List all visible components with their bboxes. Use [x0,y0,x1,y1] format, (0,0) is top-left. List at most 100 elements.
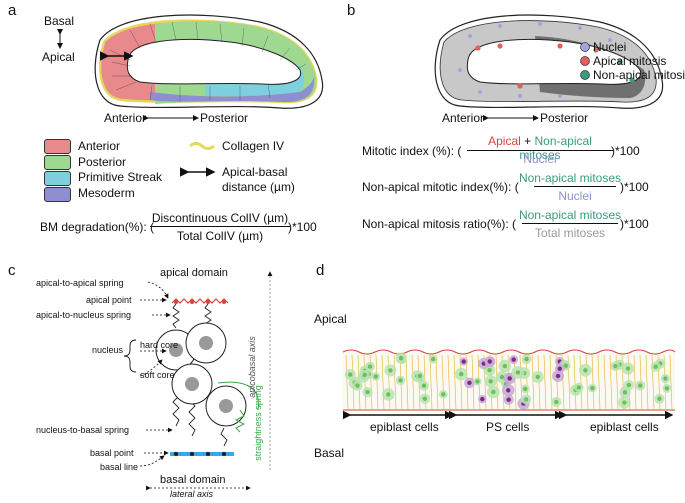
epiblast-cell [531,370,544,383]
legend-primitive-streak: Primitive Streak [78,170,163,184]
epiblast-cell [578,363,592,377]
straightness-spring-label: straightness spring [252,385,263,461]
anterior-label-b: Anterior [442,111,485,125]
non-apical-mitosis-ratio-suffix: )*100 [620,217,649,231]
embryo-section-b [434,14,664,109]
legend-anterior: Anterior [78,139,121,153]
epiblast-cell [365,361,375,372]
ps-cell [464,377,475,389]
basal-line-label: basal line [100,462,139,472]
mitotic-index-denominator: Nuclei [523,152,557,166]
epiblast-cell [438,390,448,399]
non-apical-mitosis-ratio-prefix: Non-apical mitosis ratio(%): ( [362,217,517,231]
apical-term: Apical [488,134,521,148]
epiblast-cell [395,375,406,385]
cell-boundary [387,354,391,411]
epiblast-cell [454,367,468,381]
cell-boundary [459,354,463,411]
ps-cell [478,394,487,404]
cell-boundary [441,354,445,411]
non-apical-mitotic-index-fraction-bar [534,186,616,187]
epiblast-cell [623,379,635,391]
cell-boundary [591,354,595,411]
epiblast-cell [621,362,635,375]
basal-label: Basal [44,14,75,28]
non-apical-mitotic-index-numerator: Non-apical mitoses [518,171,622,185]
epiblast-cell [418,380,430,391]
bm-formula-numerator: Discontinuous ColIV (µm) [151,211,289,225]
epiblast-cell [660,373,670,384]
epiblast-cell [359,369,370,381]
collagen-symbol [189,142,215,150]
legend-swatch-posterior [44,155,71,170]
ps-cells-label: PS cells [486,420,530,434]
non-apical-mitosis-ratio-numerator: Non-apical mitoses [518,208,622,222]
ps-cell [459,357,468,366]
bm-fraction-bar [150,226,290,227]
epiblast-cell [498,359,512,373]
epiblast-cell [662,383,672,393]
epiblast-cell [574,382,584,393]
bm-formula-suffix: )*100 [288,220,317,234]
ps-cell [484,356,496,367]
epiblast-cell [654,393,665,404]
non-apical-mitotic-index-suffix: )*100 [620,180,649,194]
cell-boundary [375,354,379,411]
epiblast-cell [635,380,646,391]
legend-swatch-primitive-streak [44,171,71,186]
epiblast-cell [650,361,661,372]
epiblast-cell [521,354,532,365]
ps-cell [501,384,515,397]
non-apical-mitotic-index-denominator: Nuclei [558,189,592,203]
legend-non-apical-mitosis: Non-apical mitosis [593,68,685,82]
epiblast-cell [382,388,395,401]
non-apical-mitosis-ratio-fraction-bar [522,223,618,224]
legend-mesoderm: Mesoderm [78,186,135,200]
legend-apical-mitosis: Apical mitosis [593,54,667,68]
cell-boundary [453,354,457,411]
epiblast-cell [588,383,597,393]
cell-boundary [669,354,673,411]
epiblast-cell [551,396,562,408]
cell-boundary [447,354,451,411]
mitotic-index-suffix: )*100 [611,144,640,158]
non-apical-term: Non-apical mitoses [519,134,592,162]
plus-sign: + [524,134,532,148]
embryo-section-a [94,14,324,109]
non-apical-mitotic-index-prefix: Non-apical mitotic index(%): ( [362,180,519,194]
cell-boundary [597,354,601,411]
soft-core-label: soft core [140,370,175,380]
bm-formula-prefix: BM degradation(%): ( [40,220,155,234]
epiblast-cell [473,377,482,386]
apical-label-d: Apical [314,312,347,326]
legend-nuclei: Nuclei [593,40,627,54]
panel-label-b: b [347,2,356,19]
cell-boundary [531,354,535,411]
cell-boundary [363,354,367,411]
epiblast-cell [610,361,621,372]
cell-boundary [513,354,517,411]
hard-core-label: hard core [140,340,179,350]
cell-boundary [345,354,349,411]
panel-label-c: c [8,262,16,279]
epiblast-cell [511,366,525,379]
legend-swatch-anterior [44,139,71,154]
ps-cell [503,394,514,405]
nucleus-label: nucleus [92,345,124,355]
cell-boundary [381,354,385,411]
cell-boundary [645,354,649,411]
tissue-strip [342,349,676,411]
apical-basal-label-1: Apical-basal [222,165,288,179]
epiblast-cell [618,396,631,409]
basal-domain-label: basal domain [160,474,226,486]
epiblast-cell [428,354,438,364]
epiblast-cells-left-label: epiblast cells [370,420,439,434]
anterior-label-a: Anterior [104,111,147,125]
epiblast-cell [487,385,500,399]
nucleus-to-basal-spring-label: nucleus-to-basal spring [36,425,130,435]
mitotic-index-fraction-bar [467,150,613,151]
bm-formula-denominator: Total ColIV (µm) [176,229,264,243]
epiblast-cell [352,380,363,391]
apical-basal-label-2: distance (µm) [222,180,295,194]
posterior-label-a: Posterior [200,111,249,125]
